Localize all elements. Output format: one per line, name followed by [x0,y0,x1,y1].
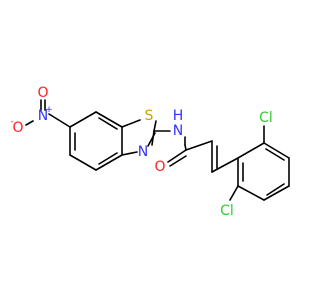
thiazole-sulfur-label: S [145,108,154,124]
atom-labels: N + O O - S N N H O Cl Cl [10,85,272,219]
bond [98,117,118,130]
chlorine-top-label: Cl [259,110,273,126]
bond [167,149,187,163]
bond [237,185,265,201]
bond [98,152,118,165]
nitro-oxygen-top-label: O [37,85,48,101]
bond [147,132,156,147]
bond [95,111,123,128]
amide-hydrogen-label: H [173,108,184,124]
bond [121,151,138,156]
bond [266,183,285,196]
nitro-oxygen-left-label: O [12,120,23,136]
carbonyl-oxygen-label: O [154,159,165,175]
bond [229,185,239,201]
bond [169,155,187,167]
bond [48,113,71,128]
bond [211,157,239,173]
bond [95,154,123,171]
bond [263,185,290,201]
bond [184,144,187,151]
bond [265,148,285,161]
amide-nitrogen-label: N [173,123,183,139]
bond [185,140,213,151]
bond [69,111,97,128]
nitro-nitrogen-charge: + [45,105,53,115]
bonds [25,99,290,201]
bond [263,142,290,159]
nitro-oxygen-charge: - [10,117,13,127]
chlorine-bottom-label: Cl [220,203,234,219]
molecule-structure: N + O O - S N N H O Cl Cl [10,85,290,219]
bond [153,120,157,132]
nitro-nitrogen-label: N [38,108,48,124]
bond [237,142,265,159]
bond [25,120,34,126]
bond [121,119,141,128]
thiazole-nitrogen-label: N [138,144,148,160]
bond [69,154,97,171]
